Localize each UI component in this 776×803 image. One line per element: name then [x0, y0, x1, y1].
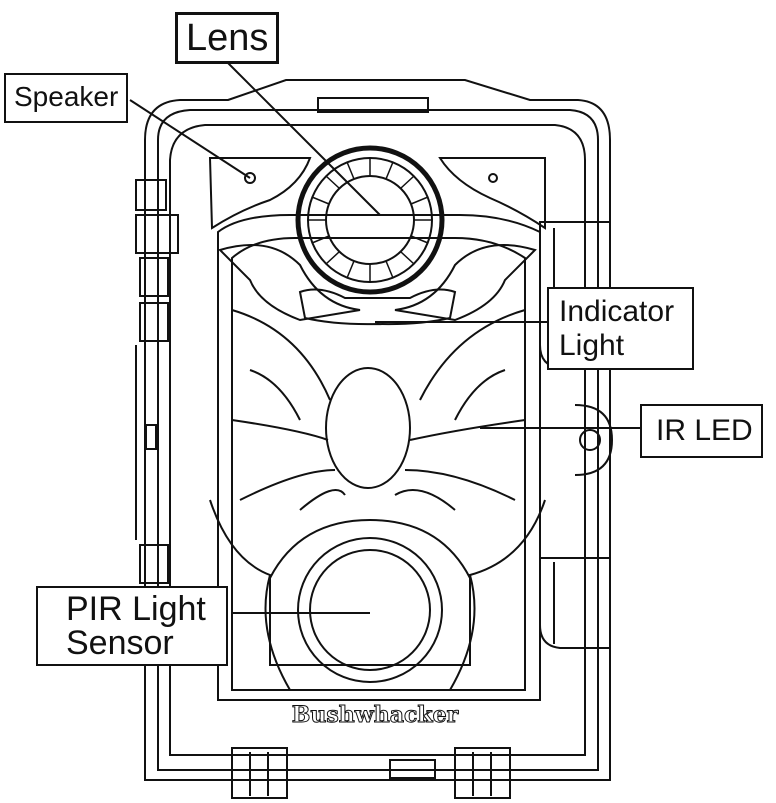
brand-logo: Bushwhacker: [292, 702, 459, 728]
right-top-wedge: [438, 157, 546, 230]
indicator-light-callout: Indicator Light: [547, 287, 695, 371]
camera-front-panel: [169, 124, 586, 756]
lower-left-swoop: [209, 499, 291, 691]
right-wing: [394, 244, 537, 322]
indicator-light-callout-line2: Light: [559, 328, 625, 362]
leader-lens: [224, 59, 381, 216]
lens-callout: Lens: [175, 12, 280, 64]
pir-light-sensor-callout-line1: PIR Light: [66, 590, 206, 628]
bottom-latches: [231, 747, 511, 799]
leader-speaker: [129, 99, 251, 179]
top-clip: [317, 97, 429, 113]
left-wing: [218, 244, 361, 322]
face-panel-inner: [231, 237, 526, 691]
left-hinge-group: [135, 179, 179, 584]
lens-assembly: [295, 145, 445, 295]
face-panel: [217, 214, 541, 701]
speaker-hole: [244, 172, 256, 184]
indicator-light-callout-line1: Indicator: [559, 295, 675, 328]
camera-housing-inner-outline: [157, 109, 599, 771]
camera-housing-outline: [144, 79, 611, 781]
indicator-bar: [298, 288, 457, 326]
lower-right-swoop: [449, 499, 546, 691]
ir-led-callout: IR LED: [640, 404, 763, 458]
pir-light-sensor-callout-line2: Sensor: [66, 624, 174, 662]
ir-led-array: [231, 309, 526, 511]
left-top-wedge: [208, 157, 312, 230]
right-latch-group: [539, 221, 614, 649]
speaker-callout: Speaker: [4, 73, 129, 123]
pir-light-sensor-callout: PIR Light Sensor: [36, 586, 228, 666]
pir-sensor: [269, 518, 471, 683]
status-hole: [488, 173, 498, 183]
